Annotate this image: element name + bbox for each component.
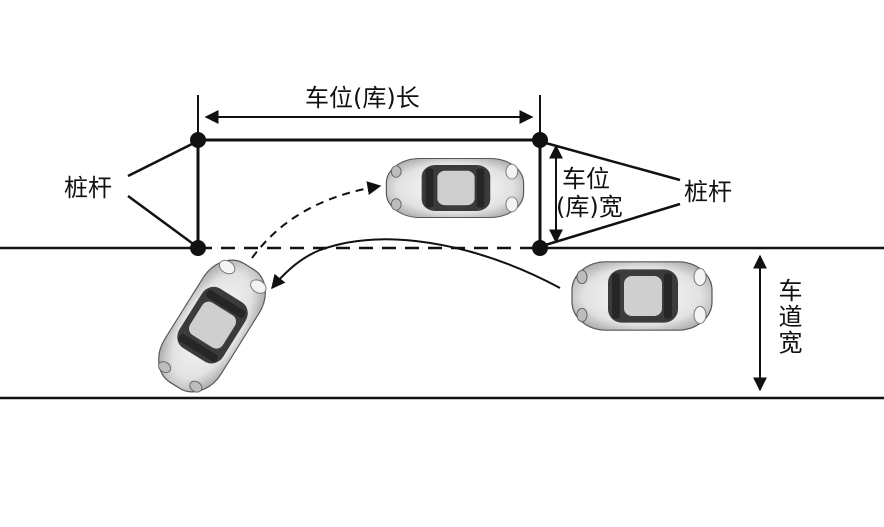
reverse-path-solid-arrow	[271, 238, 561, 290]
car-in-space	[385, 157, 525, 219]
pole-right-pointer-bottom	[541, 202, 681, 248]
pole-bottom-right	[532, 240, 548, 256]
pole-right-label: 桩杆	[684, 178, 732, 206]
pole-top-right	[532, 132, 548, 148]
car-turning	[146, 248, 278, 404]
pole-right-pointer-top	[541, 140, 681, 182]
space-length-label: 车位(库)长	[305, 84, 420, 112]
pole-left-label: 桩杆	[64, 174, 112, 202]
pole-top-left	[190, 132, 206, 148]
pole-left-pointer-top	[127, 140, 197, 178]
pole-left-pointer-bottom	[127, 194, 197, 248]
space-width-label-line2: (库)宽	[556, 193, 623, 221]
pole-bottom-left	[190, 240, 206, 256]
lane-width-label: 车道宽	[774, 278, 802, 356]
space-width-label-line1: 车位	[562, 165, 610, 193]
car-start	[571, 261, 713, 331]
reverse-path-dashed-arrow	[251, 181, 382, 259]
